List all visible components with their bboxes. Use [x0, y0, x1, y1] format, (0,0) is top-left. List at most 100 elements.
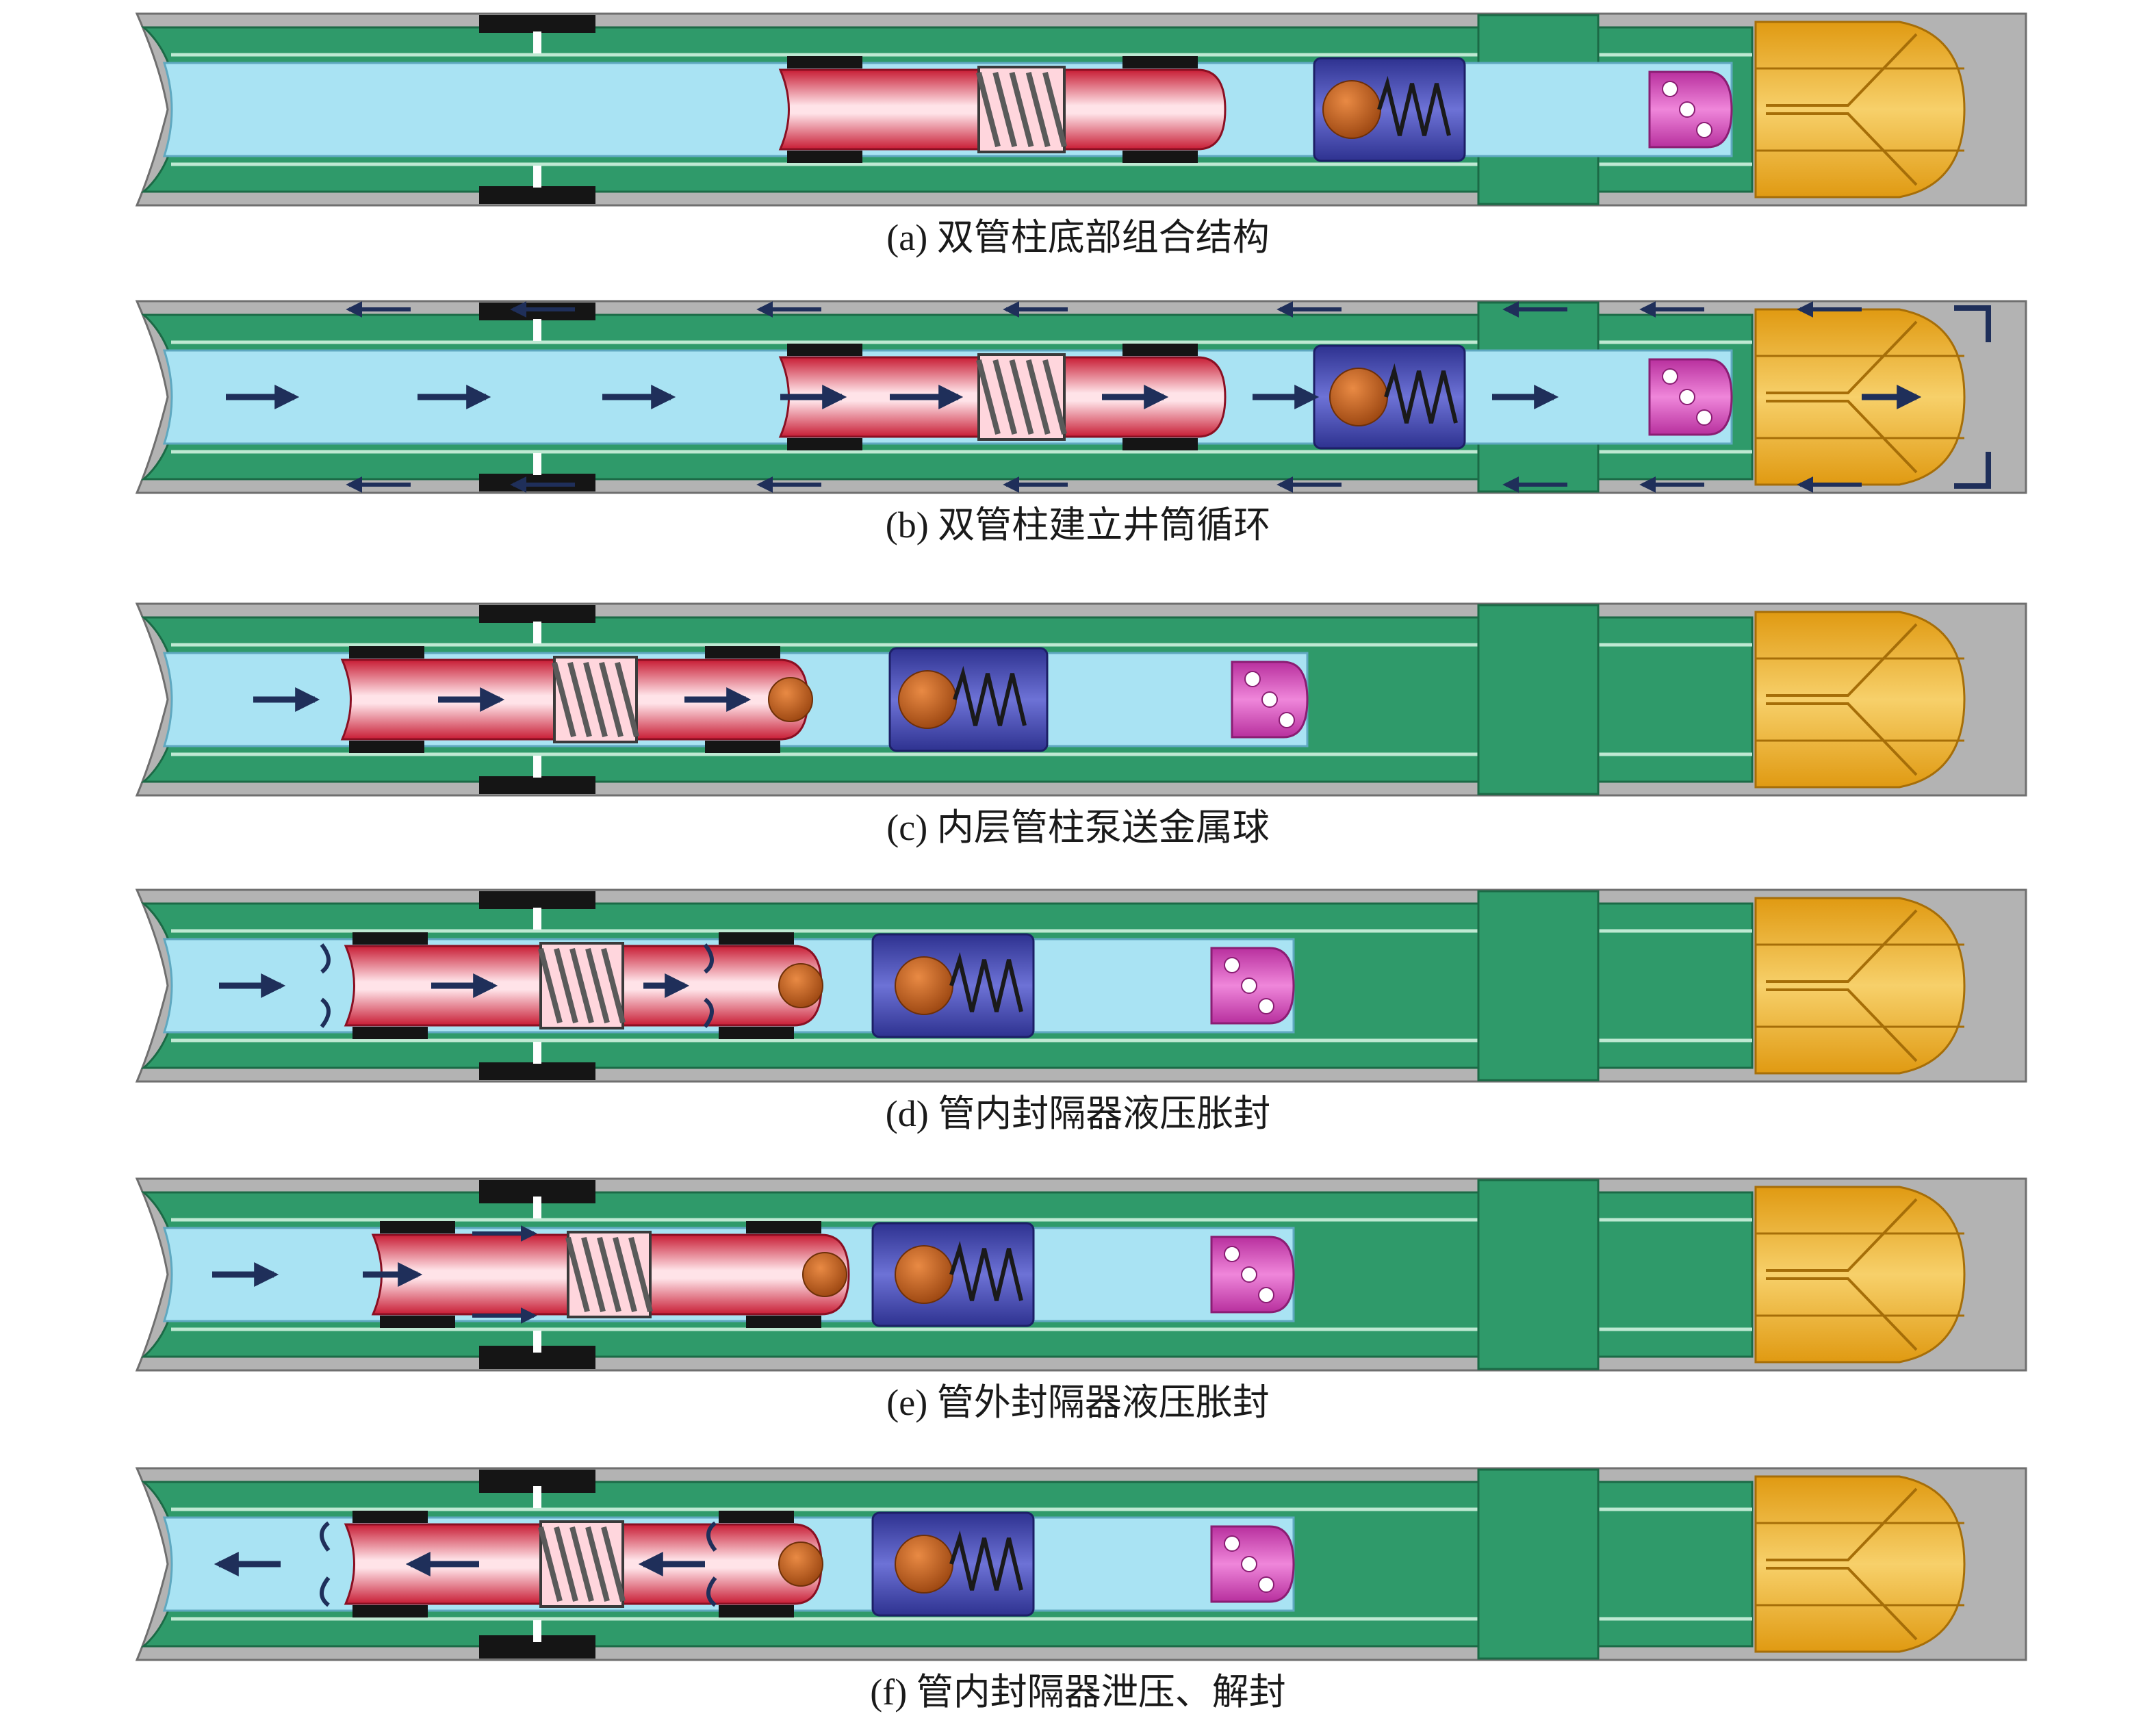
outer-packer-port — [533, 908, 541, 930]
drill-bit — [1754, 1475, 1966, 1653]
inner-packer-slip-bottom — [1122, 438, 1198, 450]
panel-c: (c) 内层管柱泵送金属球 — [135, 602, 2027, 848]
packer-spring-coil — [1025, 359, 1051, 435]
release-flow-arrow — [706, 1576, 717, 1607]
outer-packer-slip-bottom — [479, 1062, 595, 1080]
circulation-port — [1241, 1556, 1257, 1572]
bit-nozzle — [1766, 1277, 1918, 1351]
packer-spring-coil — [583, 661, 608, 738]
packer-spring-coil — [1009, 71, 1034, 148]
metal-ball — [778, 1541, 823, 1587]
packer-spring-coil — [976, 71, 1001, 148]
outer-packer-port — [533, 622, 541, 643]
outer-packer-port — [533, 1620, 541, 1642]
packer-spring-coil — [552, 661, 576, 738]
inner-packer-slip-bottom — [352, 1605, 428, 1617]
set-flow-arrow — [320, 997, 331, 1028]
check-valve-spring — [949, 951, 1023, 1012]
circulation-port — [1662, 368, 1678, 385]
bit-nozzle — [1766, 400, 1918, 474]
circulation-port — [1244, 671, 1261, 687]
inner-packer-slip-bottom — [746, 1316, 821, 1328]
packer-spring-coil — [599, 661, 624, 738]
packer-spring-coil — [601, 1526, 626, 1602]
inner-packer-slip-bottom — [349, 741, 424, 753]
outer-packer-slip-bottom — [479, 776, 595, 794]
check-valve-spring — [953, 665, 1027, 726]
packer-spring-coil — [581, 1236, 606, 1313]
inner-packer-slip-bottom — [787, 151, 862, 163]
panel-f: (f) 管内封隔器泄压、解封 — [135, 1467, 2027, 1713]
check-valve-ball — [895, 1535, 953, 1594]
inner-packer-slip-bottom — [352, 1027, 428, 1039]
circulation-port — [1679, 101, 1695, 118]
packer-spring-coil — [554, 1526, 578, 1602]
release-flow-arrow — [706, 1521, 717, 1552]
panel-caption: (f) 管内封隔器泄压、解封 — [870, 1672, 1285, 1713]
outer-packer-port — [533, 1486, 541, 1508]
packer-spring-coil — [538, 1526, 563, 1602]
release-flow-arrow — [320, 1521, 331, 1552]
circulation-port — [1224, 1535, 1240, 1552]
outer-packer-port — [533, 453, 541, 475]
circulation-port — [1258, 998, 1274, 1014]
bit-return-flow — [1954, 305, 1991, 342]
panel-d: (d) 管内封隔器液压胀封 — [135, 888, 2027, 1134]
inner-packer-slip-top — [380, 1221, 455, 1233]
outer-packer-slip-top — [479, 605, 595, 623]
inner-packer-slip-top — [787, 344, 862, 356]
packer-spring-coil — [613, 1236, 637, 1313]
inner-packer-slip-top — [705, 646, 780, 658]
packer-spring-coil — [597, 1236, 621, 1313]
metal-ball — [778, 963, 823, 1008]
circulation-port — [1696, 122, 1712, 138]
inner-packer-slip-top — [746, 1221, 821, 1233]
packer-spring-coil — [1042, 71, 1067, 148]
check-valve-ball — [895, 1245, 953, 1304]
packer-spring-coil — [538, 947, 563, 1024]
tubing-coupling — [1477, 1468, 1600, 1660]
packer-spring-coil — [1042, 359, 1067, 435]
inner-packer-slip-bottom — [719, 1605, 794, 1617]
bit-nozzle — [1766, 909, 1918, 983]
circulation-port — [1679, 389, 1695, 405]
bit-return-flow — [1954, 452, 1991, 489]
check-valve-ball — [1322, 80, 1381, 139]
check-valve-spring — [949, 1240, 1023, 1301]
drill-bit — [1754, 21, 1966, 199]
outer-packer-slip-top — [479, 15, 595, 33]
check-valve-ball — [898, 670, 957, 729]
inner-packer-slip-top — [352, 1511, 428, 1523]
outer-packer-port — [533, 166, 541, 188]
bit-nozzle — [1766, 1198, 1918, 1272]
outer-packer-port — [533, 31, 541, 53]
inner-packer-slip-top — [352, 932, 428, 945]
packer-spring-coil — [992, 359, 1018, 435]
inner-packer-slip-bottom — [787, 438, 862, 450]
inner-packer-slip-top — [719, 932, 794, 945]
circulation-port — [1279, 712, 1295, 728]
bit-nozzle — [1766, 623, 1918, 697]
packer-spring-coil — [628, 1236, 653, 1313]
bit-nozzle — [1766, 33, 1918, 107]
drill-bit — [1754, 611, 1966, 789]
panel-caption: (c) 内层管柱泵送金属球 — [886, 807, 1269, 848]
packer-spring-coil — [992, 71, 1018, 148]
outer-packer-port — [533, 1042, 541, 1064]
inner-packer-slip-bottom — [705, 741, 780, 753]
circulation-port — [1224, 957, 1240, 973]
packer-spring-coil — [585, 1526, 610, 1602]
circulation-port — [1662, 81, 1678, 97]
panel-caption: (a) 双管柱底部组合结构 — [886, 217, 1269, 258]
outer-packer-port — [533, 1197, 541, 1218]
set-flow-arrow — [320, 943, 331, 974]
tubing-coupling — [1477, 890, 1600, 1082]
inner-packer-slip-top — [349, 646, 424, 658]
circulation-port — [1224, 1246, 1240, 1262]
inner-packer-slip-top — [787, 56, 862, 68]
panel-caption: (b) 双管柱建立井筒循环 — [886, 504, 1270, 546]
check-valve-spring — [949, 1530, 1023, 1591]
check-valve-ball — [895, 956, 953, 1015]
outer-packer-slip-bottom — [479, 186, 595, 204]
packer-spring-coil — [615, 661, 639, 738]
